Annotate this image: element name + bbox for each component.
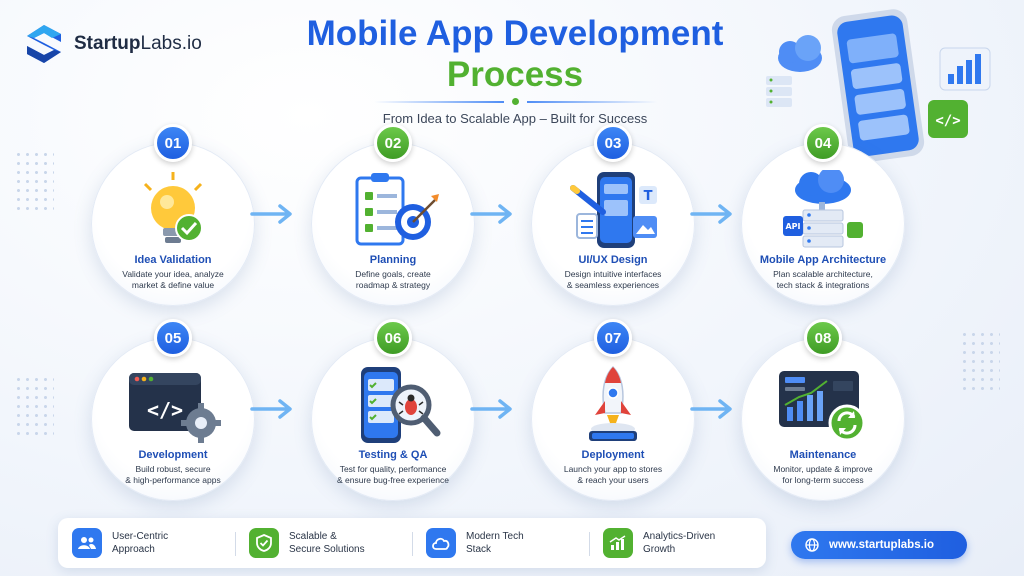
dashboard-refresh-icon [773, 365, 873, 447]
decor-dots [14, 375, 54, 435]
feature-label: Modern Tech Stack [466, 531, 524, 555]
decor-dots [14, 150, 54, 210]
arrow-right-icon [470, 399, 512, 419]
arrow-right-icon [250, 204, 292, 224]
step-number-badge: 03 [594, 124, 632, 162]
rocket-launch-icon [563, 365, 663, 447]
lightbulb-check-icon [123, 170, 223, 252]
step-number-badge: 01 [154, 124, 192, 162]
shield-check-icon [249, 528, 279, 558]
feature-label: Analytics-Driven Growth [643, 531, 716, 555]
page-subtitle: From Idea to Scalable App – Built for Su… [382, 111, 648, 126]
step-number-badge: 07 [594, 319, 632, 357]
website-link[interactable]: www.startuplabs.io [791, 531, 967, 559]
step-description: Validate your idea, analyze market & def… [122, 269, 224, 290]
phone-bug-search-icon [343, 365, 443, 447]
feature-user-centric: User-Centric Approach [58, 528, 235, 558]
svg-text:</>: </> [147, 398, 183, 422]
cloud-icon [778, 35, 822, 72]
step-description: Test for quality, performance & ensure b… [337, 464, 449, 485]
cloud-icon [426, 528, 456, 558]
step-description: Define goals, create roadmap & strategy [355, 269, 431, 290]
globe-icon [805, 538, 819, 552]
step-number-badge: 06 [374, 319, 412, 357]
step-title: Development [138, 449, 208, 461]
step-number-badge: 02 [374, 124, 412, 162]
smartphone-icon [831, 9, 925, 163]
step-description: Launch your app to stores & reach your u… [563, 464, 663, 485]
arrow-right-icon [690, 399, 732, 419]
startuplabs-logo-icon [27, 25, 61, 63]
page-title: Mobile App Development [306, 14, 724, 53]
hero-phone-illustration: </> [766, 9, 991, 163]
step-number-badge: 04 [804, 124, 842, 162]
step-title: Deployment [581, 449, 645, 461]
feature-label: Scalable & Secure Solutions [289, 531, 365, 555]
feature-analytics: Analytics-Driven Growth [589, 528, 766, 558]
feature-label: User-Centric Approach [112, 531, 169, 555]
step-number-badge: 05 [154, 319, 192, 357]
arrow-right-icon [470, 204, 512, 224]
users-icon [72, 528, 102, 558]
step-title: Idea Validation [134, 254, 212, 266]
title-divider [230, 98, 800, 105]
code-window-gear-icon: </> [123, 365, 223, 447]
arrow-right-icon [690, 204, 732, 224]
decor-dots [960, 330, 1000, 390]
step-title: UI/UX Design [578, 254, 648, 266]
brand-logo: StartupLabs.io [22, 22, 202, 66]
step-title: Mobile App Architecture [759, 254, 887, 266]
step-title: Maintenance [789, 449, 857, 461]
features-bar: User-Centric Approach Scalable & Secure … [58, 518, 766, 568]
step-title: Testing & QA [358, 449, 428, 461]
step-description: Build robust, secure & high-performance … [125, 464, 221, 485]
feature-modern-tech: Modern Tech Stack [412, 528, 589, 558]
svg-text:API: API [785, 222, 800, 231]
bar-chart-icon [939, 47, 991, 91]
header: Mobile App Development Process From Idea… [230, 14, 800, 126]
cloud-server-icon: API [773, 167, 873, 252]
feature-scalable-secure: Scalable & Secure Solutions [235, 528, 412, 558]
website-url: www.startuplabs.io [829, 539, 935, 551]
server-stack-icon [766, 76, 792, 107]
phone-design-icon: T [563, 170, 663, 252]
step-description: Monitor, update & improve for long-term … [773, 464, 873, 485]
step-number-badge: 08 [804, 319, 842, 357]
svg-text:T: T [644, 189, 653, 204]
step-title: Planning [369, 254, 417, 266]
clipboard-target-icon [343, 170, 443, 252]
code-tag-icon: </> [928, 100, 968, 138]
growth-chart-icon [603, 528, 633, 558]
page-title-line2: Process [446, 55, 584, 94]
step-description: Design intuitive interfaces & seamless e… [564, 269, 662, 290]
svg-text:</>: </> [935, 113, 960, 129]
step-description: Plan scalable architecture, tech stack &… [773, 269, 873, 290]
brand-name: StartupLabs.io [74, 33, 202, 54]
arrow-right-icon [250, 399, 292, 419]
